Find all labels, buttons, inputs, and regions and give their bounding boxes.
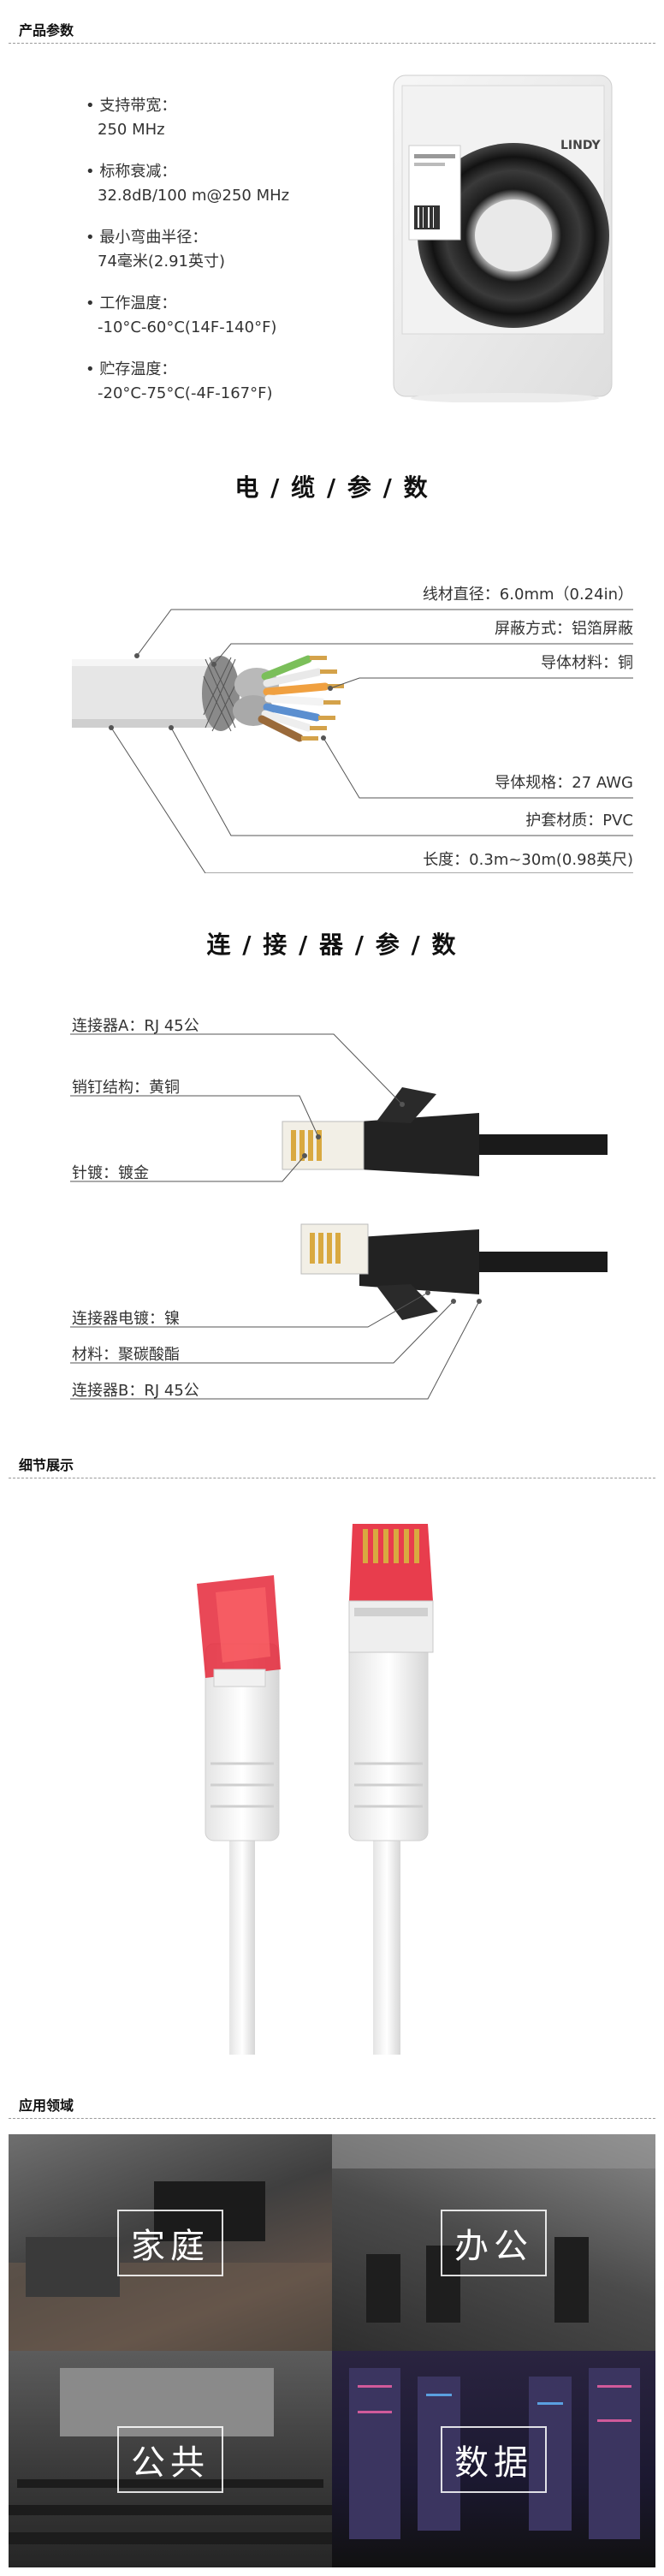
spec-label: 贮存温度： xyxy=(86,360,176,378)
application-label: 家庭 xyxy=(117,2209,223,2276)
section-title: 细节展示 xyxy=(19,1457,74,1473)
cable-diagram xyxy=(72,609,633,873)
connector-diagram xyxy=(70,1033,608,1400)
cable-callout: 屏蔽方式：铝箔屏蔽 xyxy=(495,620,633,638)
spec-label: 最小弯曲半径： xyxy=(86,229,207,247)
spec-value: -10°C-60°C(14F-140°F) xyxy=(98,318,277,336)
divider xyxy=(9,2118,655,2119)
spec-list: 支持带宽： 250 MHz 标称衰减： 32.8dB/100 m@250 MHz… xyxy=(86,94,289,424)
application-label: 公共 xyxy=(117,2425,223,2493)
application-tile-office: 办公 xyxy=(332,2134,655,2351)
spec-item: 贮存温度： -20°C-75°C(-4F-167°F) xyxy=(86,358,289,406)
datacenter-scene xyxy=(349,2368,640,2539)
connector-callout: 连接器A：RJ 45公 xyxy=(72,1017,199,1035)
section-title: 应用领域 xyxy=(19,2097,74,2114)
cable-callout: 护套材质：PVC xyxy=(525,812,633,830)
connector-callout: 针镀：镀金 xyxy=(72,1164,149,1182)
spec-value: 74毫米(2.91英寸) xyxy=(98,253,226,271)
spec-item: 标称衰减： 32.8dB/100 m@250 MHz xyxy=(86,160,289,208)
spec-item: 工作温度： -10°C-60°C(14F-140°F) xyxy=(86,292,289,340)
connector-detail-image xyxy=(197,1524,434,2055)
spec-label: 支持带宽： xyxy=(86,97,176,115)
connector-callout: 销钉结构：黄铜 xyxy=(72,1079,180,1097)
application-label: 办公 xyxy=(441,2209,547,2276)
application-tile-public: 公共 xyxy=(9,2351,332,2567)
spec-item: 最小弯曲半径： 74毫米(2.91英寸) xyxy=(86,226,289,274)
connector-callout: 连接器B：RJ 45公 xyxy=(72,1382,199,1400)
spec-value: 250 MHz xyxy=(98,121,165,139)
section-title: 产品参数 xyxy=(19,22,74,39)
cable-callout: 长度：0.3m~30m(0.98英尺) xyxy=(423,851,633,869)
spec-value: -20°C-75°C(-4F-167°F) xyxy=(98,384,273,402)
connector-callout: 连接器电镀：镍 xyxy=(72,1310,180,1328)
cable-callout: 导体规格：27 AWG xyxy=(495,774,633,792)
brand-logo: LINDY xyxy=(560,139,601,152)
application-tile-data: 数据 xyxy=(332,2351,655,2567)
spec-label: 工作温度： xyxy=(86,294,176,312)
application-label: 数据 xyxy=(441,2425,547,2493)
auditorium-scene xyxy=(9,2368,332,2544)
home-scene xyxy=(9,2181,332,2351)
cable-params-title: 电 / 缆 / 参 / 数 xyxy=(234,473,430,502)
connector-params-title: 连 / 接 / 器 / 参 / 数 xyxy=(206,931,458,959)
spec-item: 支持带宽： 250 MHz xyxy=(86,94,289,142)
application-tile-home: 家庭 xyxy=(9,2134,332,2351)
application-grid: 家庭 办公 公共 xyxy=(9,2134,655,2567)
cable-callout: 导体材料：铜 xyxy=(541,654,633,672)
connector-callout: 材料：聚碳酸酯 xyxy=(72,1346,180,1364)
cable-callout: 线材直径：6.0mm（0.24in） xyxy=(422,586,633,604)
product-package-image: LINDY xyxy=(393,74,613,402)
divider xyxy=(9,43,655,44)
spec-value: 32.8dB/100 m@250 MHz xyxy=(98,187,290,205)
spec-label: 标称衰减： xyxy=(86,163,176,181)
office-scene xyxy=(332,2134,655,2323)
